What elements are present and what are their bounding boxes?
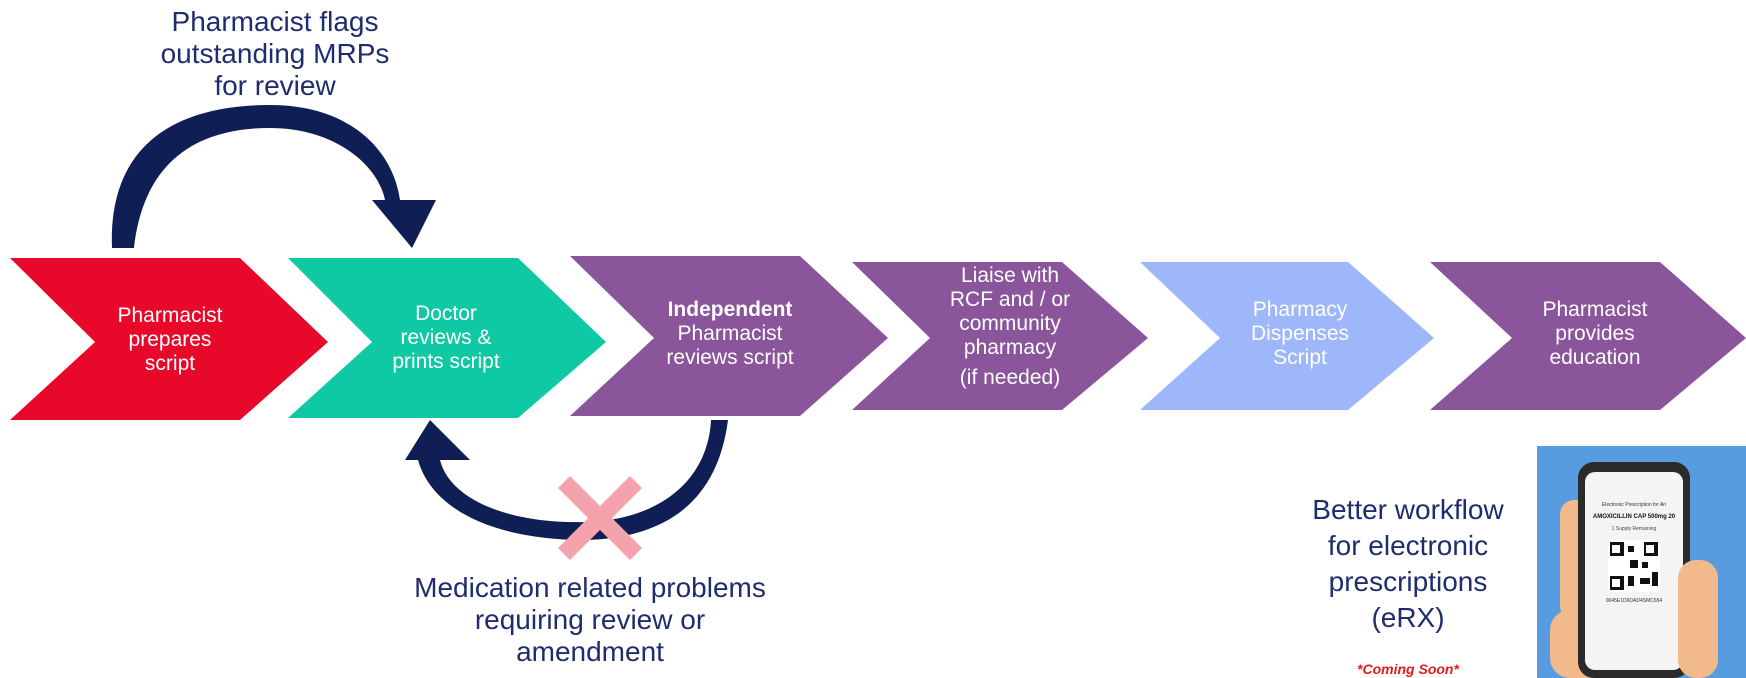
cross-icon	[558, 476, 642, 560]
step-5-line-2: Dispenses	[1250, 322, 1350, 345]
top-note-line-3: for review	[214, 70, 336, 101]
top-note-line-1: Pharmacist flags	[171, 6, 379, 37]
erx-line-4: (eRX)	[1371, 602, 1445, 633]
bottom-note: Medication related problems requiring re…	[380, 572, 800, 668]
phone-header: Electronic Prescription for Ari	[1601, 502, 1667, 508]
bottom-note-line-3: amendment	[516, 636, 664, 667]
step-2-line-3: prints script	[392, 350, 500, 373]
step-4-line-1: Liaise with	[960, 264, 1060, 287]
phone-drug: AMOXICILLIN CAP 500mg 20	[1592, 514, 1676, 520]
step-3-bold: Independent	[667, 298, 793, 321]
coming-soon-label: *Coming Soon*	[1357, 661, 1459, 677]
step-6-label: Pharmacist provides education	[1495, 298, 1695, 370]
top-curved-arrow	[111, 105, 436, 248]
step-6-line-3: education	[1549, 346, 1641, 369]
erx-line-3: prescriptions	[1328, 566, 1488, 597]
erx-note: Better workflow for electronic prescript…	[1288, 492, 1528, 636]
bottom-note-line-2: requiring review or	[474, 604, 706, 635]
step-5-line-3: Script	[1273, 346, 1327, 369]
step-4-line-2: RCF and / or	[949, 288, 1071, 311]
bottom-curved-arrow	[405, 420, 728, 540]
step-3-line-2: Pharmacist	[677, 322, 783, 345]
step-3-label: Independent Pharmacist reviews script	[630, 298, 830, 370]
top-note-line-2: outstanding MRPs	[160, 38, 390, 69]
erx-line-1: Better workflow	[1312, 494, 1504, 525]
step-5-label: Pharmacy Dispenses Script	[1200, 298, 1400, 370]
phone-repeats: 1 Supply Remaining	[1611, 526, 1657, 532]
phone-image	[1537, 446, 1746, 678]
step-4-chevron	[852, 262, 1148, 410]
phone-code: 0045E1D6DAD4SMC654	[1605, 598, 1663, 604]
step-4-line-5: (if needed)	[959, 366, 1061, 389]
step-1-line-2: prepares	[128, 328, 212, 351]
step-4-label: Liaise with RCF and / or community pharm…	[910, 264, 1110, 390]
step-2-line-2: reviews &	[400, 326, 492, 349]
step-4-line-4: pharmacy	[963, 336, 1057, 359]
step-3-chevron	[570, 256, 888, 416]
step-5-chevron	[1140, 262, 1434, 410]
step-2-label: Doctor reviews & prints script	[346, 302, 546, 374]
step-6-line-2: provides	[1555, 322, 1635, 345]
bottom-note-line-1: Medication related problems	[414, 572, 766, 603]
step-2-line-1: Doctor	[415, 302, 477, 325]
step-3-line-3: reviews script	[666, 346, 794, 369]
step-1-line-3: script	[144, 352, 196, 375]
step-3-line-1: Independent	[630, 298, 830, 322]
step-1-chevron	[10, 258, 328, 420]
step-1-label: Pharmacist prepares script	[70, 304, 270, 376]
step-1-line-1: Pharmacist	[117, 304, 223, 327]
step-6-line-1: Pharmacist	[1542, 298, 1648, 321]
top-note: Pharmacist flags outstanding MRPs for re…	[130, 6, 420, 102]
step-2-chevron	[288, 258, 606, 418]
step-6-chevron	[1430, 262, 1746, 410]
erx-line-2: for electronic	[1327, 530, 1489, 561]
step-4-line-3: community	[959, 312, 1061, 335]
step-5-line-1: Pharmacy	[1252, 298, 1348, 321]
